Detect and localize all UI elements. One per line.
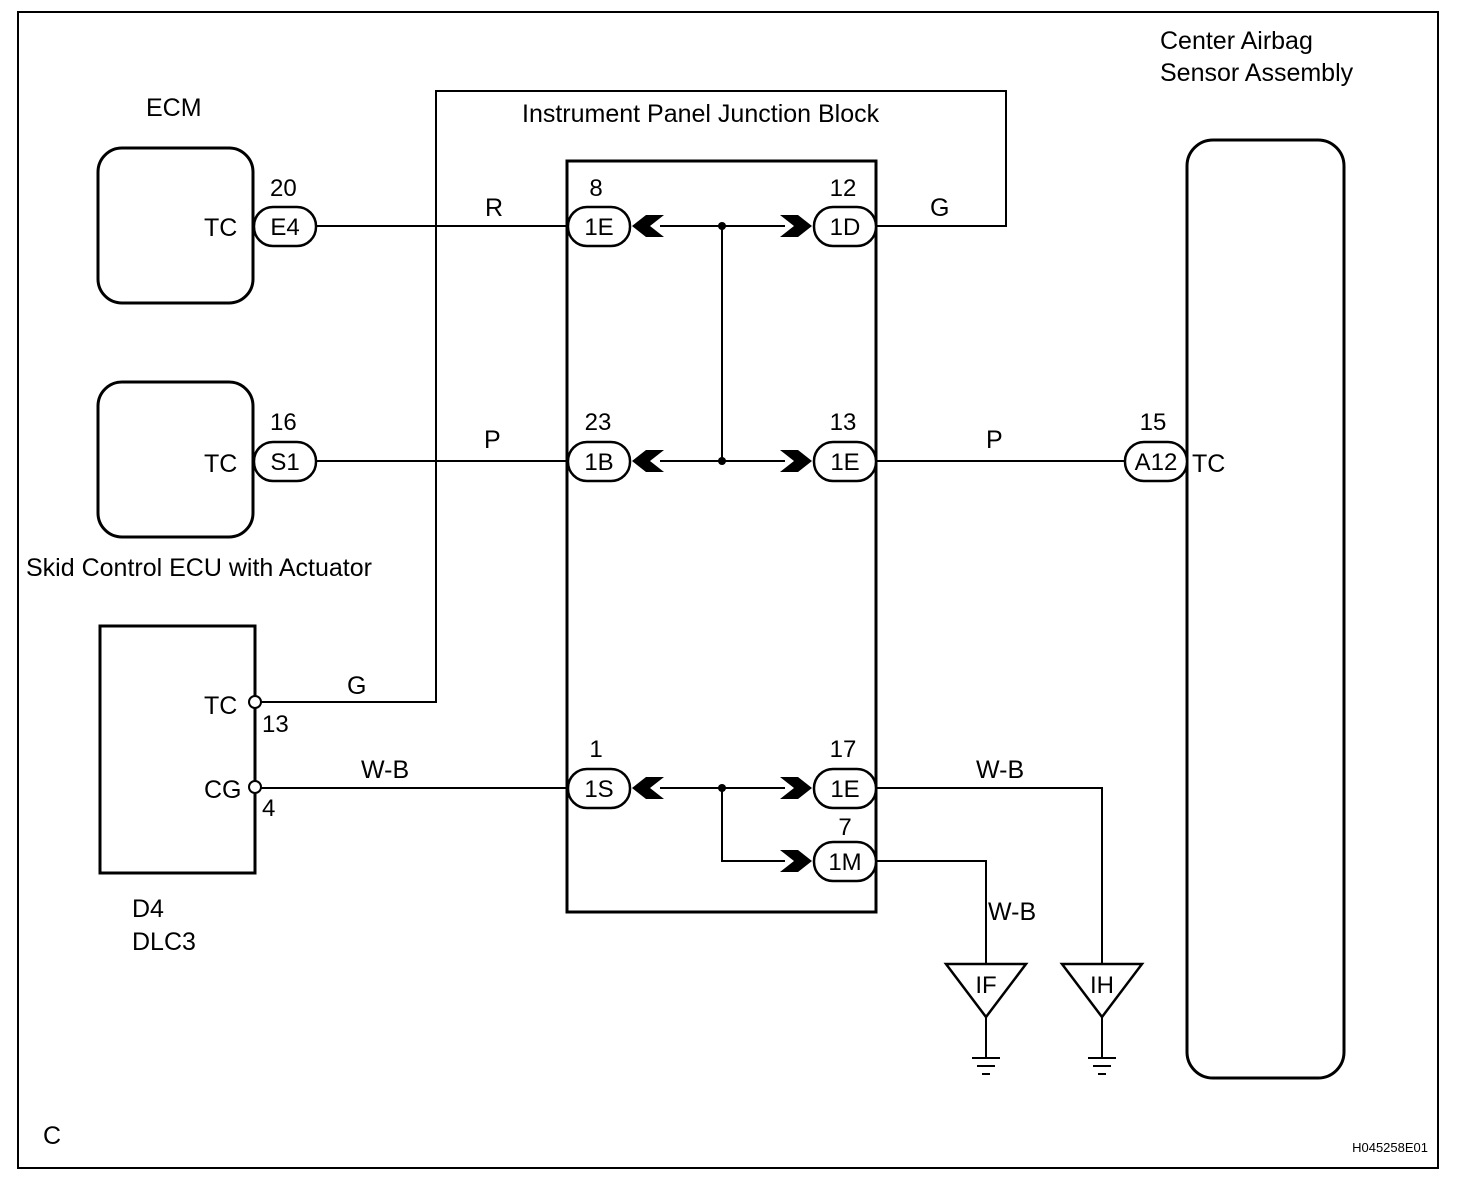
ground-if-symbol	[972, 1057, 1000, 1075]
dlc3-code: D4	[132, 895, 164, 923]
jb-connector-1d-code: 1D	[830, 214, 861, 241]
airbag-pin-number: 15	[1140, 409, 1167, 436]
ecm-tc-terminal: TC	[204, 214, 237, 242]
jb-internal-wire-branch	[721, 788, 785, 862]
wire-dlc-cg-color: W-B	[361, 756, 409, 784]
skid-pin-number: 16	[270, 409, 297, 436]
ground-if-triangle	[943, 962, 1029, 1020]
ground-if: IF	[943, 962, 1029, 1075]
skid-connector-code: S1	[270, 449, 299, 476]
ecm-pin-number: 20	[270, 175, 297, 202]
jb-pin-1: 1	[589, 736, 602, 763]
dlc3-title: DLC3	[132, 928, 196, 956]
ground-if-label: IF	[975, 972, 996, 999]
jb-connector-1e-bottom-code: 1E	[830, 776, 859, 803]
jb-pin-17: 17	[830, 736, 857, 763]
wire-jb-to-ih	[876, 787, 1103, 964]
dlc3-tc-terminal: TC	[204, 692, 237, 720]
airbag-tc-terminal: TC	[1192, 450, 1225, 478]
ecm-connector-code: E4	[270, 214, 299, 241]
junction-block-box	[565, 159, 878, 914]
jb-pin-13: 13	[830, 409, 857, 436]
wire-jb-1d-to-dlc-tc	[261, 90, 1007, 703]
ecm-title: ECM	[146, 94, 202, 122]
jb-connector-1m-code: 1M	[828, 849, 861, 876]
wire-jb-to-airbag-color: P	[986, 426, 1003, 454]
ground-ih-symbol	[1088, 1057, 1116, 1075]
wire-jb-to-if-color: W-B	[988, 898, 1036, 926]
wire-jb-to-ih-color: W-B	[976, 756, 1024, 784]
jb-connector-1e-top-code: 1E	[584, 214, 613, 241]
jb-chevron-1e-right	[780, 450, 812, 472]
jb-connector-1e-mid-code: 1E	[830, 449, 859, 476]
skid-control-ecu-component: Skid Control ECU with Actuator TC 16 S1	[26, 380, 372, 582]
airbag-title-line2: Sensor Assembly	[1160, 59, 1354, 87]
jb-chevron-1d-right	[780, 215, 812, 237]
jb-pin-23: 23	[585, 409, 612, 436]
dlc3-cg-terminal-circle	[248, 780, 262, 794]
junction-block-component: Instrument Panel Junction Block 8 1E 12 …	[522, 100, 880, 914]
airbag-title-line1: Center Airbag	[1160, 27, 1313, 55]
jb-connector-1b-code: 1B	[584, 449, 613, 476]
diagram-frame	[17, 11, 1439, 1169]
jb-connector-1s-code: 1S	[584, 776, 613, 803]
jb-chevron-1b-left	[632, 450, 664, 472]
jb-chevron-1m-right	[780, 850, 812, 872]
external-wiring: R G G P P W-B W-B W-B	[261, 90, 1125, 964]
dlc3-component: D4 DLC3 TC 13 CG 4	[98, 624, 289, 956]
jb-chevron-1s-left	[632, 777, 664, 799]
dlc3-box	[98, 624, 257, 875]
wire-ecm-to-jb-color: R	[485, 194, 503, 222]
dlc3-tc-terminal-circle	[248, 695, 262, 709]
jb-pin-7: 7	[838, 814, 851, 841]
wire-dlc-tc-color: G	[347, 672, 366, 700]
jb-chevron-1e-bottom-right	[780, 777, 812, 799]
ground-ih-label: IH	[1090, 972, 1114, 999]
ground-ih: IH	[1059, 962, 1145, 1075]
ecm-component: ECM TC 20 E4	[96, 94, 318, 305]
ground-ih-triangle	[1059, 962, 1145, 1020]
junction-block-title: Instrument Panel Junction Block	[522, 100, 880, 128]
figure-code: H045258E01	[1352, 1140, 1428, 1155]
jb-chevron-1e-left	[632, 215, 664, 237]
jb-pin-8: 8	[589, 175, 602, 202]
skid-ecu-title: Skid Control ECU with Actuator	[26, 554, 372, 582]
wire-jb-1d-color: G	[930, 194, 949, 222]
airbag-sensor-component: Center Airbag Sensor Assembly 15 A12 TC	[1123, 27, 1354, 1080]
jb-splice-top	[718, 222, 726, 230]
jb-splice-bottom	[718, 784, 726, 792]
wire-skid-to-jb-color: P	[484, 426, 501, 454]
corner-letter: C	[43, 1122, 61, 1150]
wire-jb-to-if	[876, 860, 987, 964]
jb-pin-12: 12	[830, 175, 857, 202]
skid-tc-terminal: TC	[204, 450, 237, 478]
dlc3-cg-pin: 4	[262, 795, 275, 822]
airbag-connector-code: A12	[1135, 449, 1178, 476]
dlc3-cg-terminal: CG	[204, 776, 242, 804]
jb-splice-mid	[718, 457, 726, 465]
airbag-sensor-box	[1185, 138, 1346, 1080]
dlc3-tc-pin: 13	[262, 711, 289, 738]
